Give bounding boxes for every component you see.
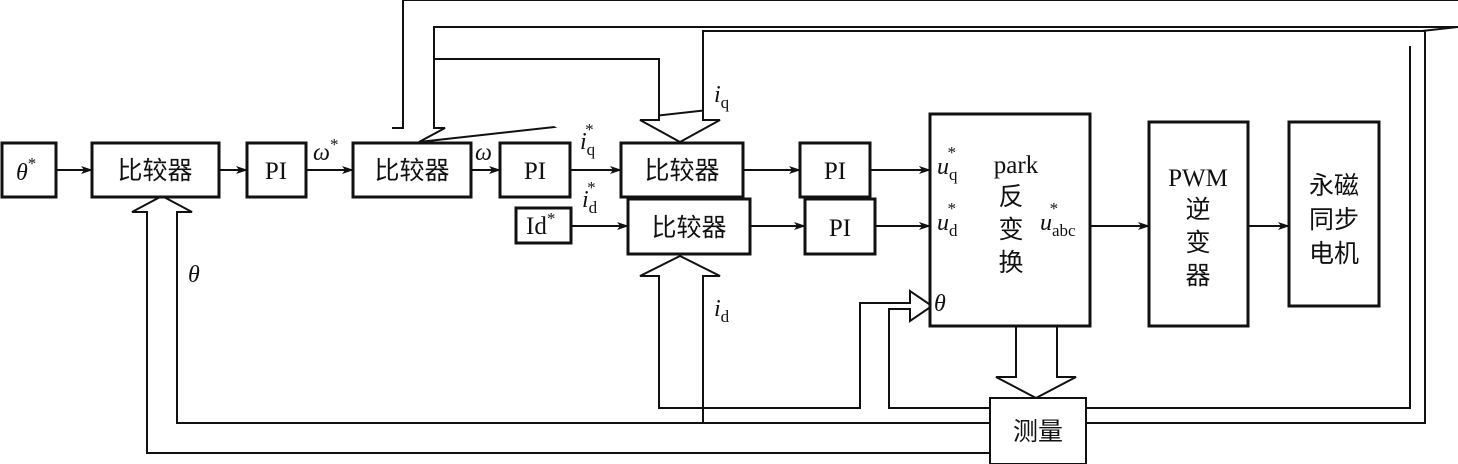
id-label: id — [714, 296, 730, 326]
pwm-line4: 器 — [1185, 261, 1210, 290]
d-pi-label: PI — [829, 215, 851, 242]
theta-ref-block — [0, 141, 58, 199]
park-line2: 反 — [998, 182, 1023, 211]
pmsm-line2: 同步 — [1309, 205, 1359, 234]
iq-label: iq — [714, 82, 730, 112]
uabc-ref-label: uabc* — [1040, 199, 1076, 240]
theta-ref-label: θ* — [16, 154, 36, 186]
pwm-line2: 逆 — [1185, 195, 1210, 224]
iq-ref-label: iq* — [580, 120, 596, 159]
omega-label: ω — [475, 140, 492, 166]
id-ref-signal-label: id* — [582, 178, 598, 217]
pwm-inverter-block — [1147, 120, 1250, 328]
theta-feedback-label: θ — [188, 262, 200, 288]
park-inverse-block — [928, 112, 1092, 328]
park-line3: 变 — [998, 215, 1023, 244]
pwm-line3: 变 — [1185, 228, 1210, 257]
q-comparator-label: 比较器 — [644, 156, 719, 185]
measurement-label: 测量 — [1013, 417, 1063, 446]
q-pi-label: PI — [824, 158, 846, 185]
speed-pi-label: PI — [524, 158, 546, 185]
q-pi-block — [798, 141, 872, 199]
uq-ref-label: uq* — [937, 143, 958, 184]
omega-ref-label: ω* — [313, 135, 338, 166]
id-feedback-path — [639, 254, 990, 424]
pmsm-line1: 永磁 — [1309, 171, 1359, 200]
position-pi-label: PI — [265, 158, 287, 185]
measurement-block — [989, 397, 1087, 464]
park-label: park — [994, 152, 1039, 179]
pwm-label: PWM — [1168, 165, 1228, 192]
park-theta-label: θ — [934, 291, 946, 317]
pmsm-line3: 电机 — [1309, 239, 1359, 268]
id-ref-label: Id* — [526, 209, 555, 240]
d-comparator-label: 比较器 — [651, 213, 726, 242]
park-line4: 换 — [998, 248, 1023, 277]
speed-comparator-label: 比较器 — [374, 156, 449, 185]
pmsm-block — [1287, 120, 1381, 308]
position-feedback-loop — [131, 194, 991, 454]
id-ref-block — [514, 206, 573, 245]
ud-ref-label: ud* — [937, 199, 958, 240]
position-comparator-label: 比较器 — [117, 156, 192, 185]
